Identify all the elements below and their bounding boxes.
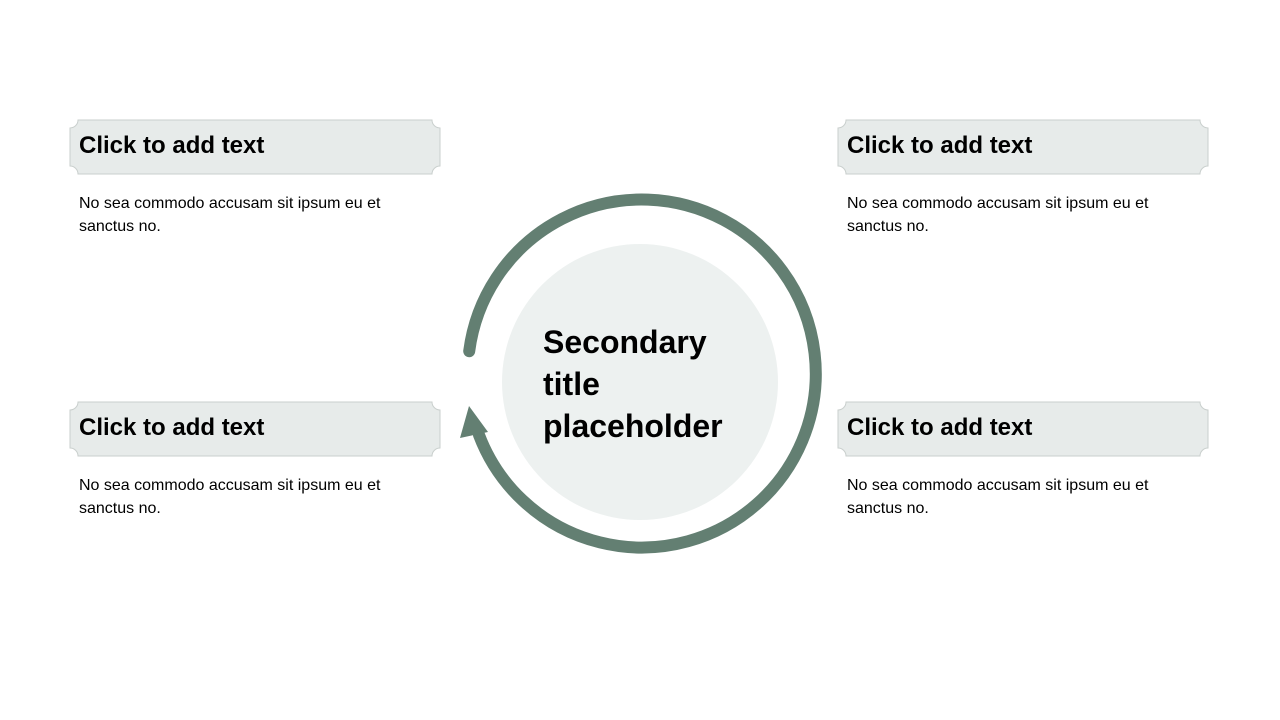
card-header-shape: [69, 401, 441, 457]
center-title-line: title: [543, 366, 600, 402]
card-title[interactable]: Click to add text: [79, 414, 265, 441]
secondary-title-placeholder[interactable]: Secondary title placeholder: [543, 321, 773, 447]
card-body-text[interactable]: No sea commodo accusam sit ipsum eu et s…: [847, 195, 1149, 235]
center-title-line: placeholder: [543, 408, 723, 444]
card-title[interactable]: Click to add text: [79, 132, 265, 159]
card-top-left: Click to add text No sea commodo accusam…: [69, 119, 443, 238]
card-header[interactable]: Click to add text: [837, 401, 1209, 457]
cycle-arrow-ring: [463, 193, 822, 554]
card-header-shape: [837, 401, 1209, 457]
card-body-text[interactable]: No sea commodo accusam sit ipsum eu et s…: [79, 195, 381, 235]
card-header-shape: [69, 119, 441, 175]
center-title-line: Secondary: [543, 324, 707, 360]
center-circle: [502, 244, 778, 520]
card-header[interactable]: Click to add text: [69, 119, 441, 175]
card-top-right: Click to add text No sea commodo accusam…: [837, 119, 1211, 238]
card-header-shape: [837, 119, 1209, 175]
cycle-diagram: [460, 193, 822, 554]
card-body-text[interactable]: No sea commodo accusam sit ipsum eu et s…: [79, 477, 381, 517]
card-title[interactable]: Click to add text: [847, 414, 1033, 441]
card-header[interactable]: Click to add text: [69, 401, 441, 457]
card-title[interactable]: Click to add text: [847, 132, 1033, 159]
card-body-text[interactable]: No sea commodo accusam sit ipsum eu et s…: [847, 477, 1149, 517]
cycle-arrowhead-icon: [460, 406, 488, 438]
card-bottom-left: Click to add text No sea commodo accusam…: [69, 401, 443, 520]
card-bottom-right: Click to add text No sea commodo accusam…: [837, 401, 1211, 520]
card-header[interactable]: Click to add text: [837, 119, 1209, 175]
